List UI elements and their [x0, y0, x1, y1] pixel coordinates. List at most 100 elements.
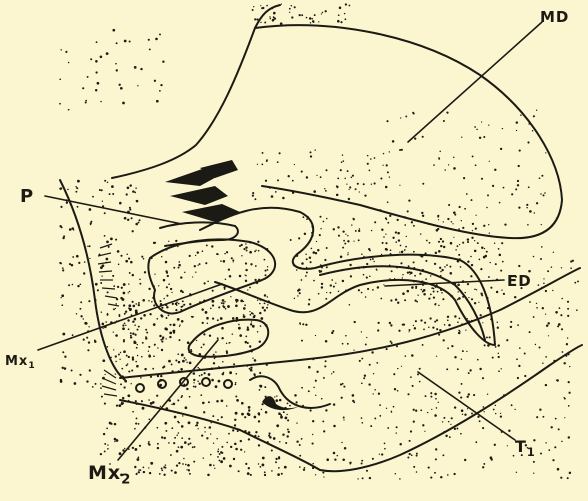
stipple-dot	[402, 292, 405, 295]
stipple-dot	[90, 221, 92, 223]
stipple-dot	[440, 271, 441, 272]
stipple-dot	[428, 467, 430, 469]
stipple-dot	[301, 262, 304, 265]
stipple-dot	[76, 255, 79, 258]
stipple-dot	[502, 261, 504, 263]
stipple-dot	[325, 298, 327, 300]
stipple-dot	[225, 278, 227, 280]
stipple-dot	[235, 412, 238, 415]
stipple-dot	[178, 267, 180, 269]
stipple-dot	[83, 339, 85, 341]
stipple-dot	[103, 433, 105, 435]
stipple-dot	[412, 385, 414, 387]
stipple-dot	[201, 308, 204, 311]
stipple-dot	[236, 399, 239, 402]
stipple-dot	[438, 219, 439, 220]
stipple-dot	[497, 344, 499, 346]
stipple-dot	[494, 242, 495, 243]
stipple-dot	[182, 300, 184, 302]
stipple-dot	[294, 164, 295, 165]
stipple-dot	[420, 409, 422, 411]
stipple-dot	[479, 420, 481, 422]
stipple-dot	[427, 412, 428, 413]
stipple-dot	[479, 137, 481, 139]
stipple-dot	[212, 318, 214, 320]
stipple-dot	[275, 458, 277, 460]
stipple-dot	[155, 38, 158, 41]
stipple-dot	[206, 244, 208, 246]
stipple-dot	[115, 303, 117, 305]
stipple-dot	[79, 308, 81, 310]
stipple-dot	[540, 453, 542, 455]
stipple-dot	[254, 416, 257, 419]
stipple-dot	[280, 416, 283, 419]
stipple-dot	[229, 342, 230, 343]
stipple-dot	[135, 310, 138, 313]
stipple-dot	[209, 426, 212, 429]
stipple-dot	[217, 254, 219, 256]
stipple-dot	[397, 219, 399, 221]
stipple-dot	[271, 449, 273, 451]
label-ed: ED	[507, 272, 532, 290]
stipple-dot	[346, 183, 347, 184]
stipple-dot	[365, 296, 367, 298]
stipple-dot	[131, 217, 133, 219]
stipple-dot	[361, 292, 363, 294]
stipple-dot	[516, 472, 517, 473]
stipple-dot	[394, 388, 396, 390]
stipple-dot	[374, 221, 376, 223]
stipple-dot	[542, 416, 544, 418]
stipple-dot	[374, 417, 376, 419]
stipple-dot	[386, 348, 388, 350]
stipple-dot	[568, 392, 570, 394]
stipple-dot	[291, 5, 293, 7]
stipple-dot	[149, 472, 151, 474]
stipple-dot	[343, 240, 345, 242]
stipple-dot	[510, 326, 512, 328]
stipple-dot	[463, 177, 465, 179]
leader-line-p	[45, 196, 182, 224]
stipple-dot	[325, 169, 327, 171]
stipple-dot	[185, 359, 187, 361]
stipple-dot	[559, 307, 561, 309]
stipple-dot	[149, 313, 151, 315]
stipple-dot	[337, 177, 339, 179]
stipple-dot	[247, 289, 248, 290]
stipple-dot	[450, 272, 453, 275]
stipple-dot	[123, 350, 126, 353]
stipple-dot	[102, 201, 103, 202]
stipple-dot	[315, 474, 316, 475]
stipple-dot	[349, 304, 351, 306]
stipple-dot	[361, 460, 363, 462]
stipple-dot	[440, 238, 442, 240]
stipple-dot	[311, 248, 313, 250]
stipple-dot	[446, 264, 448, 266]
stipple-dot	[458, 254, 460, 256]
stipple-dot	[135, 187, 137, 189]
stipple-dot	[416, 471, 418, 473]
stipple-dot	[359, 191, 360, 192]
stipple-dot	[411, 221, 413, 223]
stipple-dot	[157, 427, 159, 429]
stipple-dot	[457, 284, 460, 287]
stipple-dot	[409, 440, 411, 442]
stipple-dot	[458, 391, 460, 393]
stipple-dot	[450, 242, 453, 245]
stipple-dot	[310, 151, 312, 153]
stipple-dot	[313, 190, 316, 193]
stipple-dot	[134, 192, 136, 194]
stipple-dot	[226, 343, 227, 344]
stipple-dot	[381, 229, 383, 231]
stipple-dot	[224, 301, 225, 302]
stipple-dot	[287, 419, 289, 421]
stipple-dot	[72, 284, 74, 286]
stipple-dot	[252, 358, 253, 359]
stipple-dot	[122, 102, 125, 105]
stipple-dot	[244, 304, 246, 306]
stipple-dot	[345, 335, 347, 337]
stipple-dot	[441, 292, 443, 294]
stipple-dot	[516, 130, 517, 131]
stipple-dot	[389, 151, 390, 152]
stipple-dot	[171, 292, 172, 293]
stipple-dot	[123, 304, 125, 306]
